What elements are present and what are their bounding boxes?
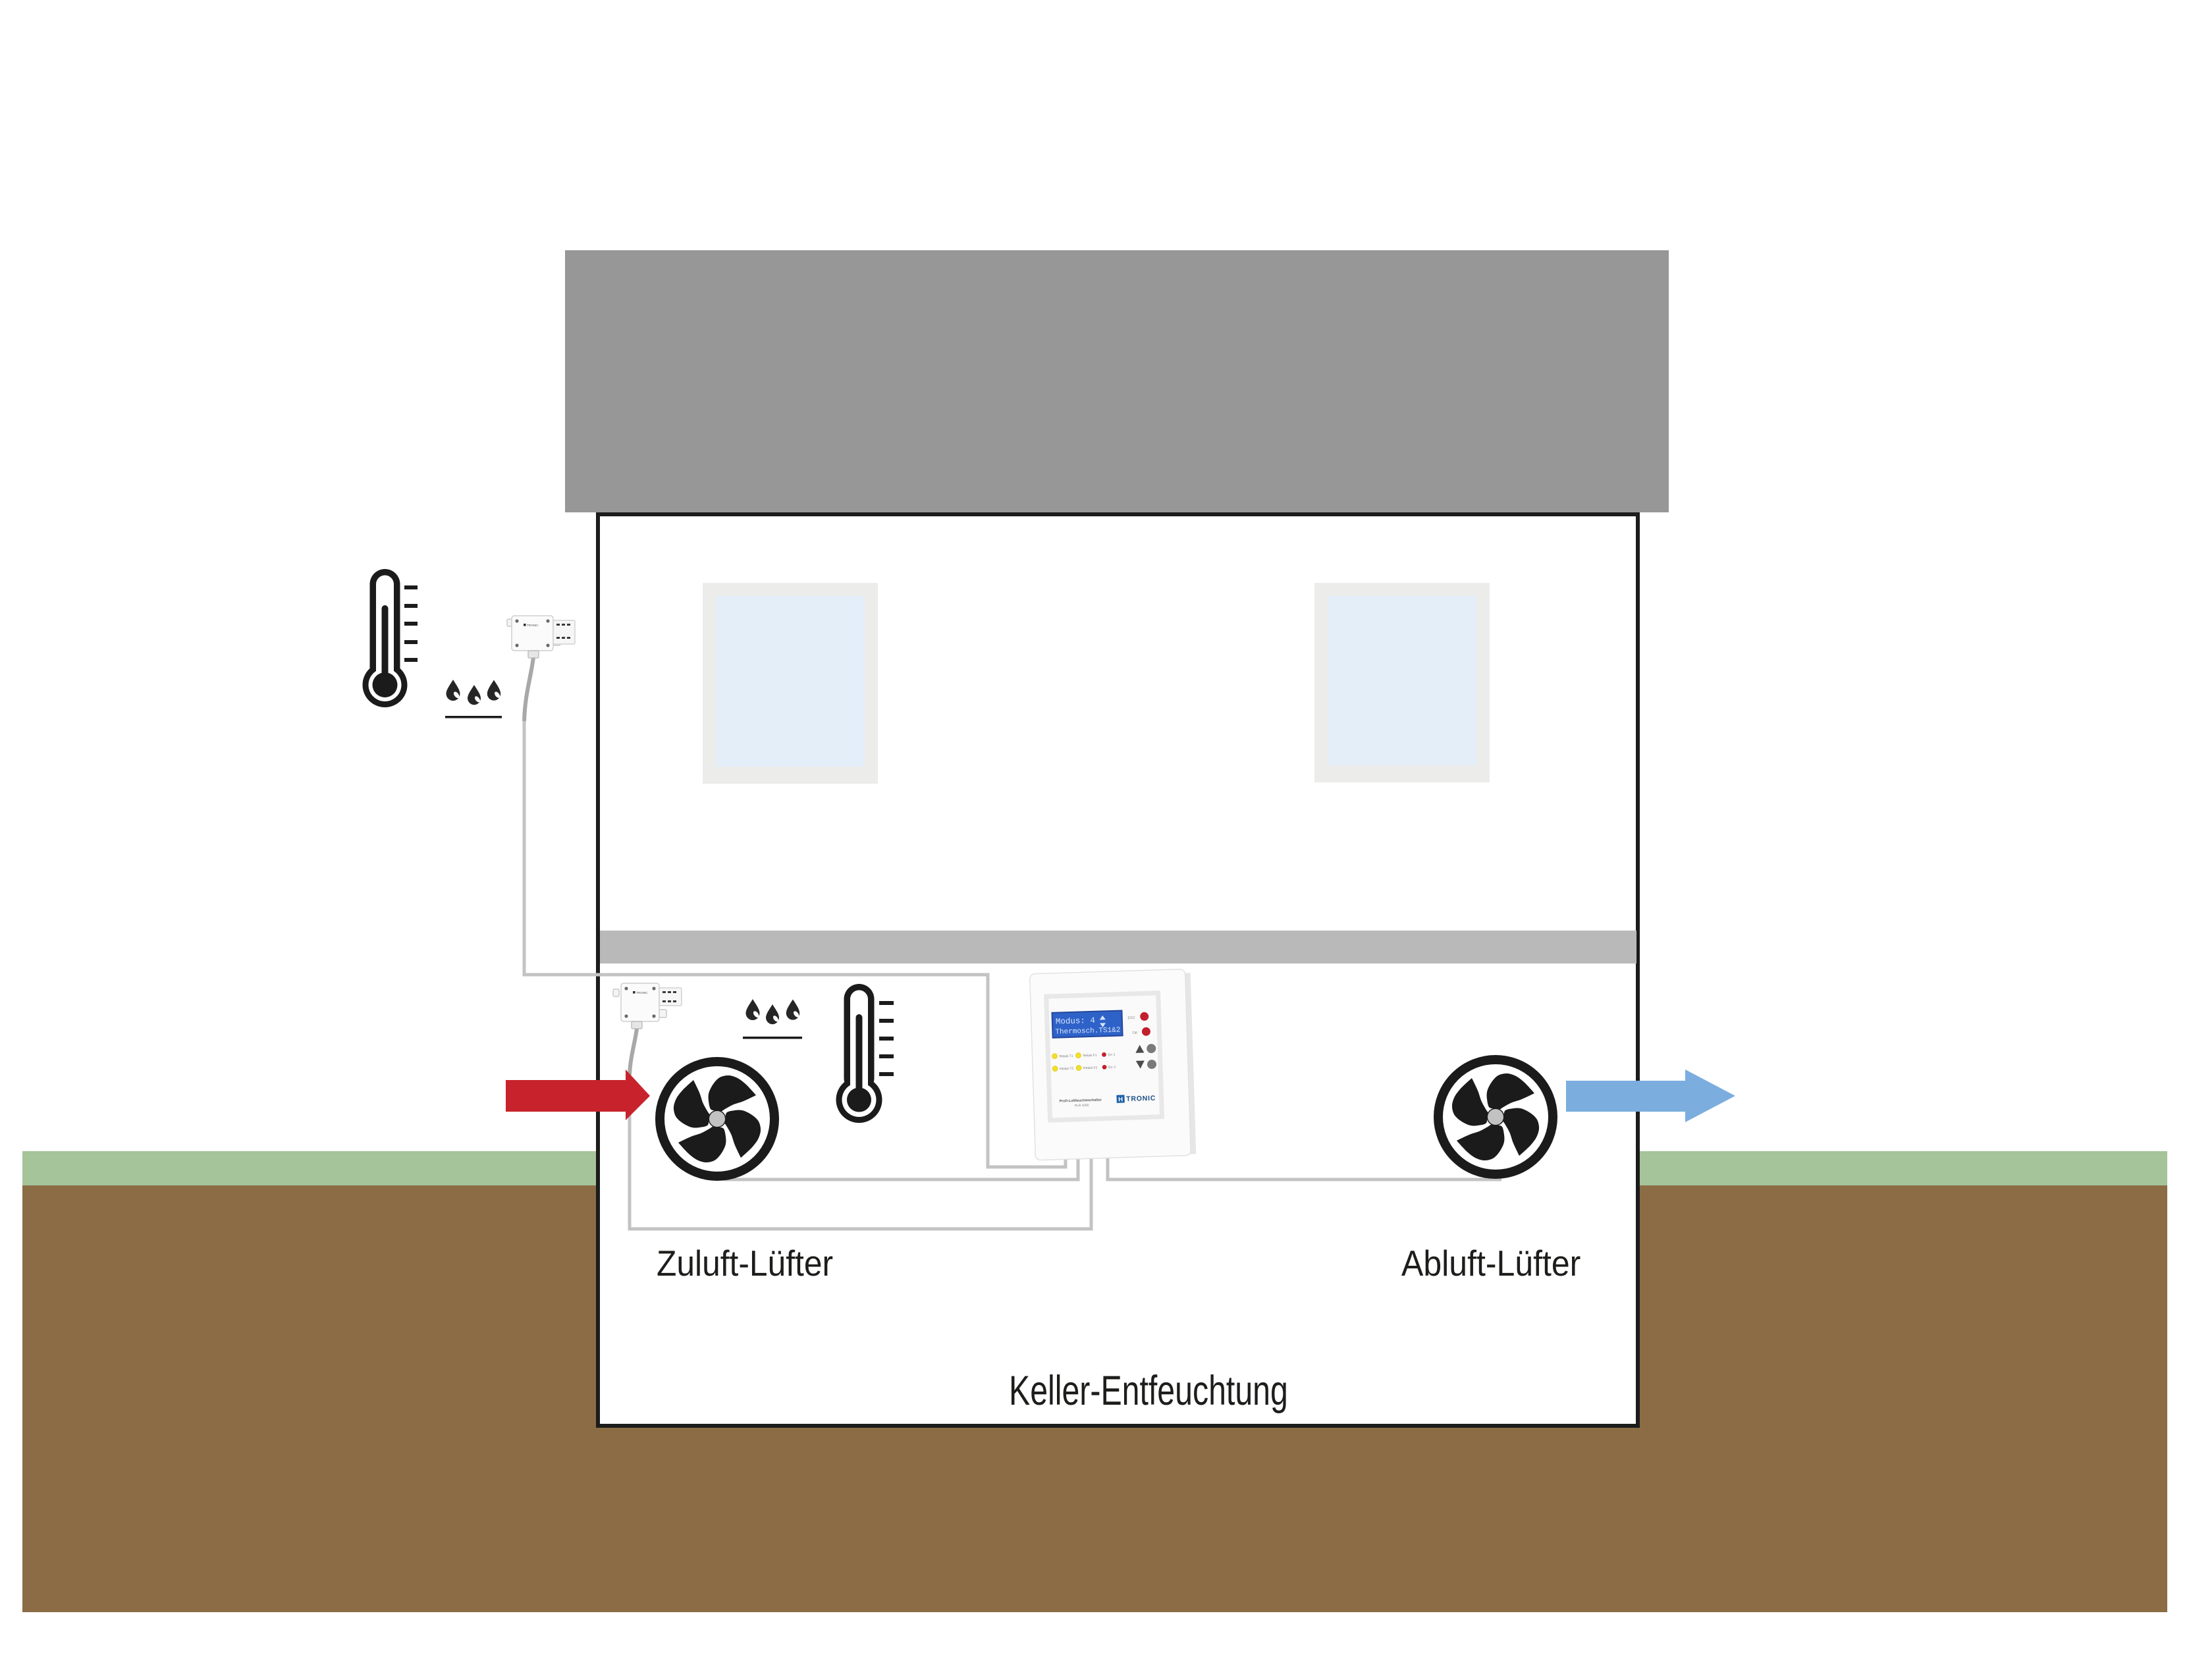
svg-text:Modus: 4: Modus: 4: [1056, 1016, 1095, 1027]
svg-text:TRONIC: TRONIC: [1126, 1095, 1156, 1103]
svg-text:Relais T2: Relais T2: [1060, 1067, 1073, 1071]
svg-text:Relais F1: Relais F1: [1083, 1054, 1097, 1058]
svg-text:TRONIC: TRONIC: [636, 991, 648, 994]
svg-text:Err 2: Err 2: [1108, 1066, 1116, 1070]
svg-text:TRONIC: TRONIC: [527, 624, 539, 627]
svg-text:OK: OK: [1132, 1031, 1137, 1035]
svg-text:Err 1: Err 1: [1108, 1053, 1115, 1057]
svg-text:Profi-Luftfeuchteschalter: Profi-Luftfeuchteschalter: [1060, 1098, 1102, 1104]
svg-text:Relais F2: Relais F2: [1083, 1066, 1098, 1071]
svg-text:Relais T1: Relais T1: [1059, 1054, 1073, 1059]
svg-text:PLR 1000: PLR 1000: [1075, 1104, 1089, 1108]
svg-text:H: H: [1118, 1096, 1123, 1103]
svg-text:Thermosch.TS1&2: Thermosch.TS1&2: [1055, 1027, 1120, 1037]
svg-text:ESC: ESC: [1127, 1016, 1135, 1020]
